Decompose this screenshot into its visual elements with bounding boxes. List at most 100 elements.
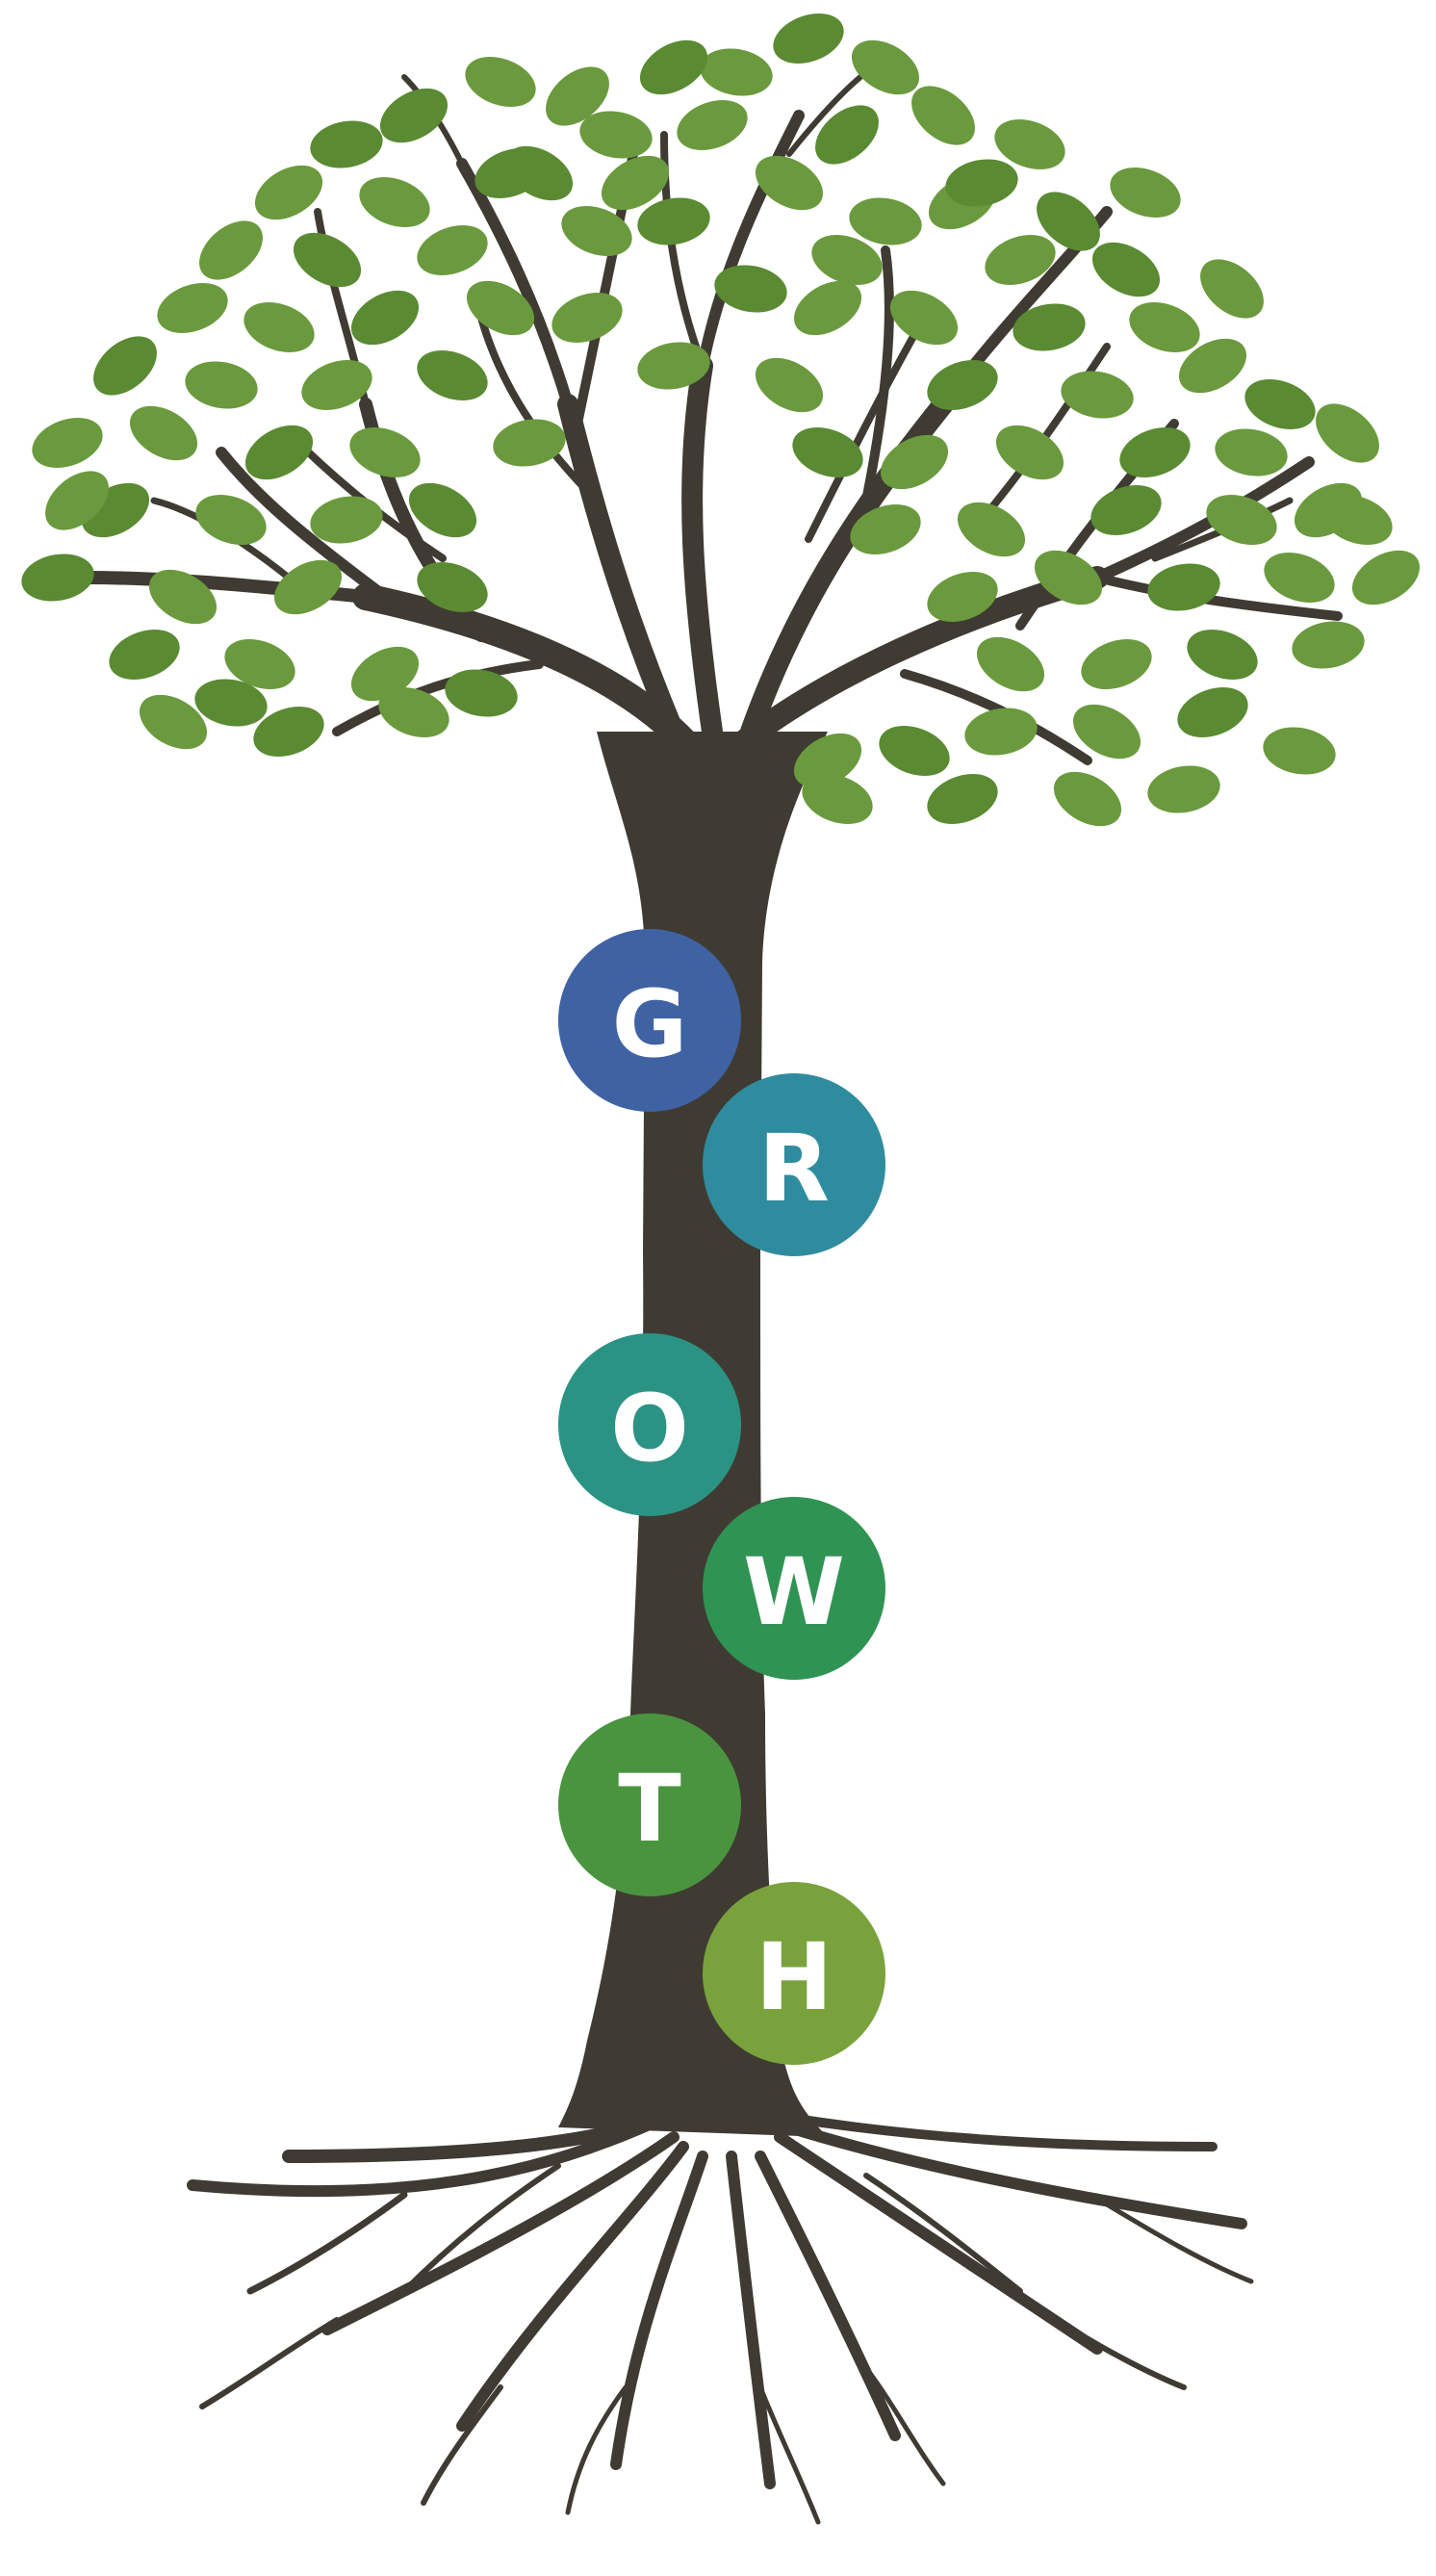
leaf: [755, 155, 824, 211]
badge-letter: G: [612, 970, 688, 1078]
leaf: [551, 292, 623, 344]
leaf: [45, 471, 109, 530]
leaf: [773, 13, 844, 64]
leaf: [802, 773, 873, 825]
leaf: [879, 725, 950, 777]
leaf: [927, 773, 998, 825]
leaf: [1187, 629, 1258, 681]
leaf: [1321, 494, 1393, 546]
badge-letter: R: [758, 1115, 830, 1223]
leaf: [755, 357, 824, 413]
leaf: [378, 686, 449, 738]
leaf: [994, 118, 1065, 170]
leaf: [1034, 550, 1103, 605]
leaf: [579, 111, 653, 159]
badge-circle: [703, 1497, 885, 1680]
leaf: [793, 733, 862, 788]
leaf: [880, 434, 949, 490]
leaf: [148, 569, 218, 625]
badge-circle: [703, 1882, 885, 2065]
leaf: [851, 39, 920, 95]
badge-h: H: [703, 1882, 885, 2065]
leaf: [945, 159, 1018, 207]
leaf: [976, 636, 1045, 692]
leaf: [1264, 552, 1335, 604]
leaf: [911, 86, 975, 145]
leaf: [1110, 167, 1181, 219]
leaf: [1119, 426, 1191, 478]
leaf: [465, 56, 536, 108]
badge-circle: [558, 1713, 741, 1896]
leaf: [1072, 704, 1141, 760]
leaf: [253, 706, 324, 758]
leaf: [1206, 494, 1277, 546]
leaf: [445, 669, 518, 717]
badge-o: O: [558, 1333, 741, 1516]
leaf: [889, 290, 959, 346]
leaf: [408, 482, 477, 538]
badge-letter: O: [610, 1375, 689, 1482]
leaf: [109, 629, 180, 681]
leaf: [301, 359, 372, 411]
leaf: [964, 708, 1038, 756]
badge-w: W: [703, 1497, 885, 1680]
leaf: [293, 232, 362, 288]
leaf: [561, 205, 632, 257]
leaf: [1200, 259, 1264, 319]
leaf: [1292, 621, 1365, 669]
leaf: [139, 694, 208, 750]
tree-leaves: [21, 13, 1421, 827]
leaf: [244, 301, 315, 353]
leaf: [157, 282, 228, 334]
leaf: [1351, 550, 1421, 605]
leaf: [93, 336, 157, 396]
leaf: [466, 280, 535, 336]
leaf: [1061, 371, 1134, 419]
leaf: [815, 105, 879, 165]
leaf: [1316, 403, 1379, 463]
leaf: [700, 48, 773, 96]
leaf: [1090, 484, 1162, 536]
badge-letter: T: [618, 1755, 680, 1863]
leaf: [32, 417, 103, 469]
leaf: [927, 359, 998, 411]
leaf: [310, 496, 383, 544]
leaf: [957, 502, 1026, 557]
leaf: [1147, 563, 1220, 611]
leaf: [310, 120, 383, 168]
leaf: [417, 224, 488, 276]
leaf: [417, 349, 488, 401]
leaf: [379, 88, 449, 143]
leaf: [129, 405, 198, 461]
badge-letter: H: [756, 1923, 833, 2031]
leaf: [1244, 378, 1316, 430]
leaf: [244, 425, 314, 480]
leaf: [1178, 338, 1247, 394]
leaf: [1129, 301, 1200, 353]
leaf: [849, 197, 922, 245]
leaf: [350, 290, 420, 346]
leaf: [1147, 765, 1220, 813]
leaf: [199, 220, 263, 280]
leaf: [850, 503, 921, 555]
leaf: [195, 494, 267, 546]
leaf: [1013, 303, 1086, 351]
badge-circle: [703, 1073, 885, 1256]
leaf: [714, 265, 787, 313]
leaf: [417, 561, 488, 613]
badge-g: G: [558, 929, 741, 1112]
leaf: [601, 155, 670, 211]
leaf: [927, 571, 998, 623]
leaf: [1091, 242, 1161, 297]
leaf: [985, 234, 1056, 286]
leaf: [792, 426, 863, 478]
badge-r: R: [703, 1073, 885, 1256]
leaf: [504, 145, 574, 201]
leaf: [1037, 192, 1100, 251]
badge-t: T: [558, 1713, 741, 1896]
leaf: [1053, 771, 1122, 827]
leaf: [1215, 428, 1288, 477]
leaf: [995, 425, 1064, 480]
